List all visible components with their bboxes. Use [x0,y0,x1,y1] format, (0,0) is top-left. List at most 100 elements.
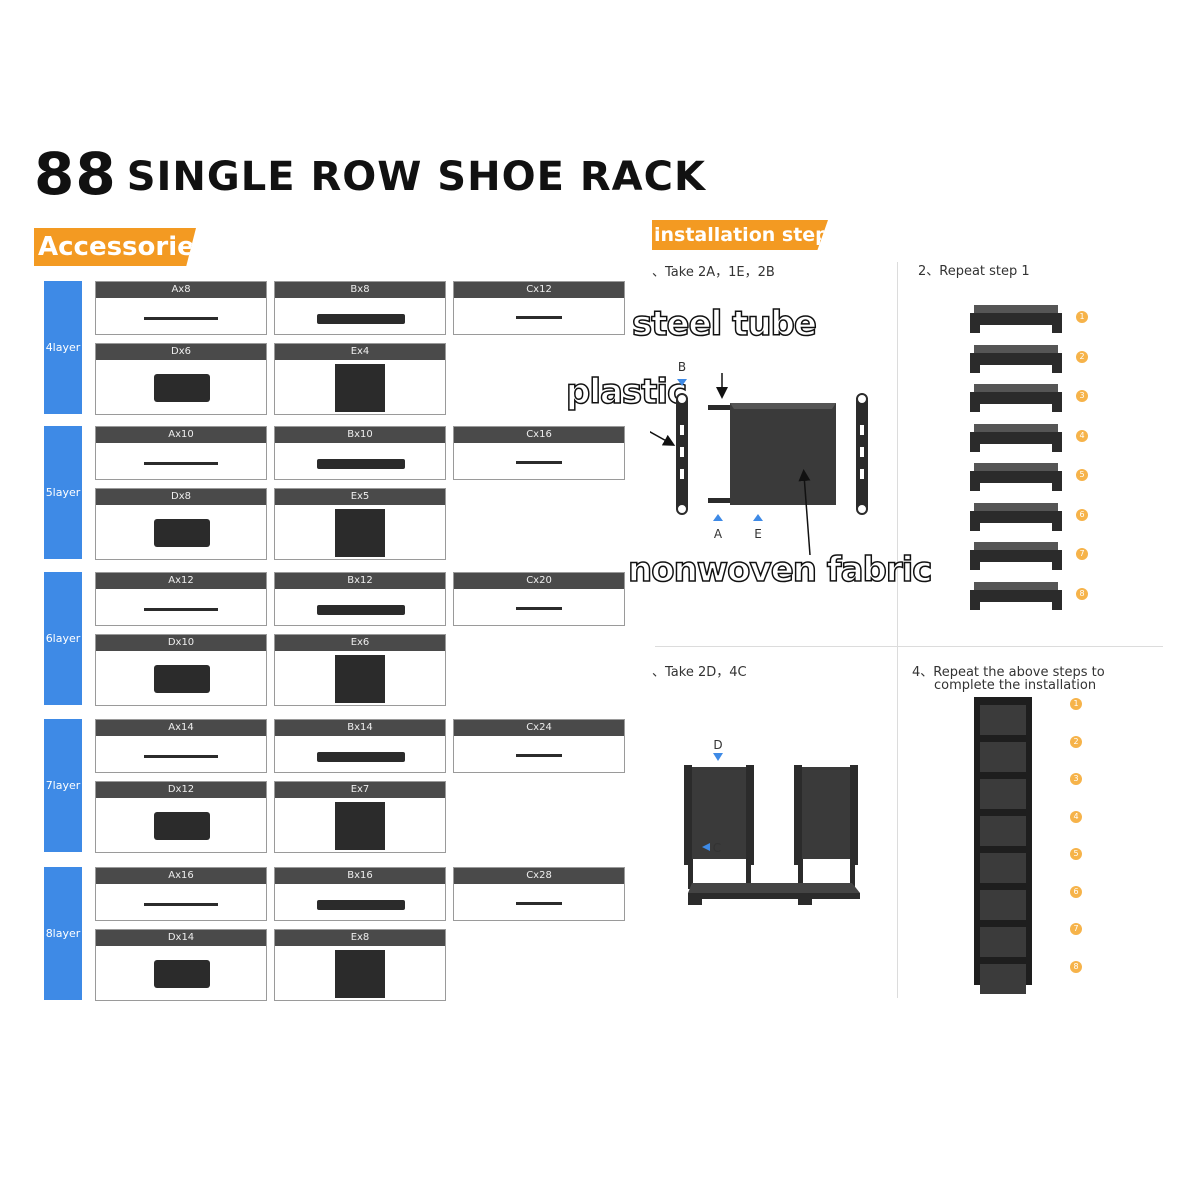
part-count-label: Ax16 [96,868,266,884]
step-number-badge: 4 [1070,810,1082,823]
layer-label: 7layer [44,719,82,852]
part-count-label: Ex6 [275,635,445,651]
shelf-unit [970,502,1062,531]
part-cell-c: Cx12 [453,281,625,335]
part-cell-e: Ex4 [274,343,446,415]
part-e-fabric [335,655,385,703]
part-cell-b: Bx14 [274,719,446,773]
part-count-label: Cx12 [454,282,624,298]
part-a-tube [144,462,218,465]
part-letter-a: A [714,527,723,541]
fabric-arrow [798,469,811,555]
part-cell-b: Bx10 [274,426,446,480]
shelf-unit [970,423,1062,452]
step-number-badge: 1 [1076,311,1088,323]
part-e-fabric [335,509,385,557]
step-number-badge: 1 [1070,698,1082,710]
part-c-rod [516,316,562,319]
shelf-unit [970,305,1062,333]
step-number-badge: 7 [1070,923,1082,935]
step-number-badge: 3 [1076,390,1088,402]
step-number-badge: 5 [1070,848,1082,860]
step-number-badge: 6 [1070,885,1082,898]
part-cell-c: Cx16 [453,426,625,480]
part-count-label: Ax12 [96,573,266,589]
part-cell-a: Ax14 [95,719,267,773]
part-a-tube [144,903,218,906]
part-count-label: Cx28 [454,868,624,884]
part-e-fabric [335,802,385,850]
part-count-label: Cx24 [454,720,624,736]
part-cell-a: Ax16 [95,867,267,921]
part-letter-d: D [713,738,722,752]
side-panel-right [794,765,858,889]
part-count-label: Bx14 [275,720,445,736]
part-e-fabric [335,364,385,412]
part-c-rod [516,754,562,757]
horizontal-divider [655,646,1163,647]
step-number-badge: 4 [1076,429,1088,442]
part-letter-b: B [678,360,686,374]
part-count-label: Ax14 [96,720,266,736]
part-letter-e: E [754,527,762,541]
part-cell-c: Cx20 [453,572,625,626]
shelf-board [688,883,860,905]
plastic-connector-left [676,393,688,515]
part-b-bar [317,314,405,324]
plastic-arrow [650,431,676,446]
part-count-label: Ex5 [275,489,445,505]
side-panel-left [684,765,754,889]
part-cell-d: Dx12 [95,781,267,853]
step-2-text: 2、Repeat step 1 [918,264,1030,279]
callout-plastic: plastic [565,371,688,413]
step-number-badge: 6 [1076,508,1088,521]
layer-label: 5layer [44,426,82,559]
callout-steel-tube: steel tube [631,303,817,345]
part-count-label: Ex7 [275,782,445,798]
part-cell-c: Cx24 [453,719,625,773]
part-cell-d: Dx14 [95,929,267,1001]
step-number-badge: 5 [1076,469,1088,481]
part-a-tube [144,317,218,320]
part-b-bar [317,900,405,910]
plastic-connector-right [856,393,868,515]
part-count-label: Bx16 [275,868,445,884]
shelf-unit [970,542,1062,570]
vertical-divider [897,262,898,998]
part-cell-e: Ex6 [274,634,446,706]
shelf-unit [970,384,1062,412]
part-a-tube [144,755,218,758]
part-count-label: Cx20 [454,573,624,589]
steel-tube-and-fabric-panel [708,403,836,505]
shelf-unit [970,463,1062,491]
part-count-label: Dx12 [96,782,266,798]
step-number-badge: 8 [1070,960,1082,973]
step-number-badge: 7 [1076,548,1088,560]
part-cell-c: Cx28 [453,867,625,921]
part-d-connector [154,519,210,547]
part-cell-e: Ex7 [274,781,446,853]
shelf-unit [970,344,1062,373]
part-cell-d: Dx8 [95,488,267,560]
part-count-label: Dx6 [96,344,266,360]
layer-label: 4layer [44,281,82,414]
title-number: 88 [34,140,117,208]
part-cell-b: Bx8 [274,281,446,335]
step-number-badge: 2 [1070,735,1082,748]
title-text: SINGLE ROW SHOE RACK [126,154,706,200]
step-number-badge: 8 [1076,587,1088,600]
part-cell-a: Ax8 [95,281,267,335]
part-count-label: Ex8 [275,930,445,946]
part-cell-d: Dx6 [95,343,267,415]
part-count-label: Dx8 [96,489,266,505]
part-cell-a: Ax12 [95,572,267,626]
callout-nonwoven-fabric: nonwoven fabric [627,549,933,591]
part-d-connector [154,665,210,693]
part-count-label: Dx10 [96,635,266,651]
part-cell-e: Ex5 [274,488,446,560]
part-cell-e: Ex8 [274,929,446,1001]
part-c-rod [516,902,562,905]
part-b-bar [317,459,405,469]
part-d-connector [154,374,210,402]
